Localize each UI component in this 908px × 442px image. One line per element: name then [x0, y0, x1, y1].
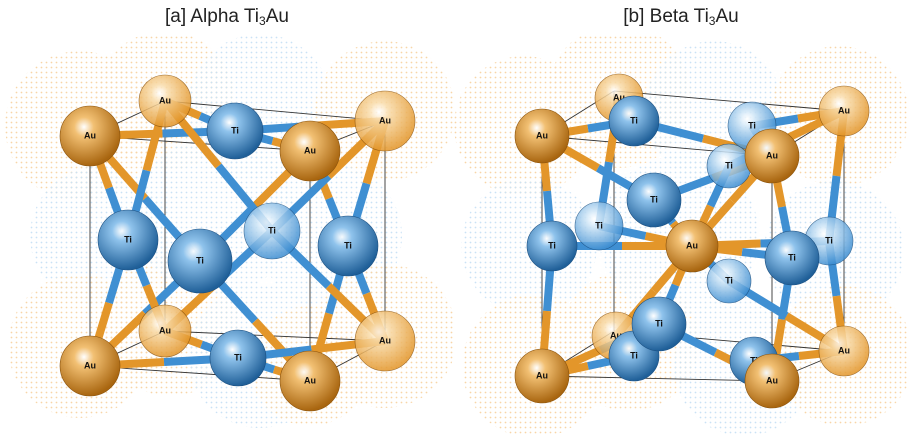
- titanium-label: Ti: [196, 255, 204, 265]
- gold-atom: Au: [514, 348, 570, 404]
- gold-label: Au: [304, 375, 316, 385]
- titanium-atom: Ti: [764, 230, 820, 286]
- gold-label: Au: [159, 95, 171, 105]
- gold-atom: Au: [354, 90, 416, 152]
- gold-atom: Au: [514, 108, 570, 164]
- gold-label: Au: [838, 345, 850, 355]
- titanium-label: Ti: [630, 350, 638, 360]
- titanium-atom: Ti: [631, 296, 687, 352]
- titanium-label: Ti: [268, 225, 276, 235]
- panel-beta-title: [b] Beta Ti3Au: [623, 6, 739, 28]
- titanium-atom: Ti: [608, 95, 660, 147]
- gold-atom: Au: [354, 310, 416, 372]
- titanium-label: Ti: [748, 120, 756, 130]
- titanium-label: Ti: [548, 240, 556, 250]
- gold-label: Au: [686, 240, 698, 250]
- gold-atom: Au: [665, 219, 719, 273]
- titanium-label: Ti: [650, 194, 658, 204]
- gold-label: Au: [536, 130, 548, 140]
- titanium-atom: Ti: [574, 201, 624, 251]
- gold-atom: Au: [744, 353, 800, 409]
- cell-edge: [164, 330, 386, 342]
- cell-edge: [164, 100, 386, 122]
- titanium-label: Ti: [630, 115, 638, 125]
- cell-edge: [613, 90, 845, 112]
- gold-label: Au: [613, 92, 625, 102]
- gold-label: Au: [159, 325, 171, 335]
- titanium-label: Ti: [788, 252, 796, 262]
- titanium-atom: Ti: [317, 215, 379, 277]
- gold-label: Au: [84, 360, 96, 370]
- gold-atom: Au: [744, 128, 800, 184]
- gold-label: Au: [379, 115, 391, 125]
- gold-atom: Au: [279, 350, 341, 412]
- titanium-atom: Ti: [206, 102, 264, 160]
- cell-edge: [541, 375, 773, 382]
- gold-label: Au: [610, 330, 622, 340]
- titanium-label: Ti: [655, 318, 663, 328]
- gold-label: Au: [379, 335, 391, 345]
- gold-atom: Au: [138, 74, 192, 128]
- titanium-atom: Ti: [209, 329, 267, 387]
- titanium-label: Ti: [595, 220, 603, 230]
- titanium-label: Ti: [725, 160, 733, 170]
- titanium-atom: Ti: [243, 202, 301, 260]
- titanium-label: Ti: [124, 234, 132, 244]
- gold-atom: Au: [818, 85, 870, 137]
- gold-label: Au: [838, 105, 850, 115]
- gold-label: Au: [304, 145, 316, 155]
- titanium-label: Ti: [750, 355, 758, 365]
- titanium-label: Ti: [825, 235, 833, 245]
- titanium-atom: Ti: [526, 220, 578, 272]
- gold-atom: Au: [59, 105, 121, 167]
- gold-atom: Au: [818, 325, 870, 377]
- titanium-label: Ti: [231, 125, 239, 135]
- titanium-atom: Ti: [167, 228, 233, 294]
- titanium-label: Ti: [725, 275, 733, 285]
- gold-atom: Au: [138, 304, 192, 358]
- cell-edge: [89, 365, 311, 382]
- gold-label: Au: [84, 130, 96, 140]
- gold-label: Au: [766, 375, 778, 385]
- gold-label: Au: [766, 150, 778, 160]
- titanium-label: Ti: [234, 352, 242, 362]
- titanium-atom: Ti: [97, 209, 159, 271]
- titanium-label: Ti: [344, 240, 352, 250]
- titanium-atom: Ti: [626, 172, 682, 228]
- titanium-atom: Ti: [706, 258, 752, 304]
- gold-label: Au: [536, 370, 548, 380]
- gold-atom: Au: [279, 120, 341, 182]
- gold-atom: Au: [59, 335, 121, 397]
- titanium-atom: Ti: [706, 143, 752, 189]
- panel-alpha-title: [a] Alpha Ti3Au: [165, 6, 289, 28]
